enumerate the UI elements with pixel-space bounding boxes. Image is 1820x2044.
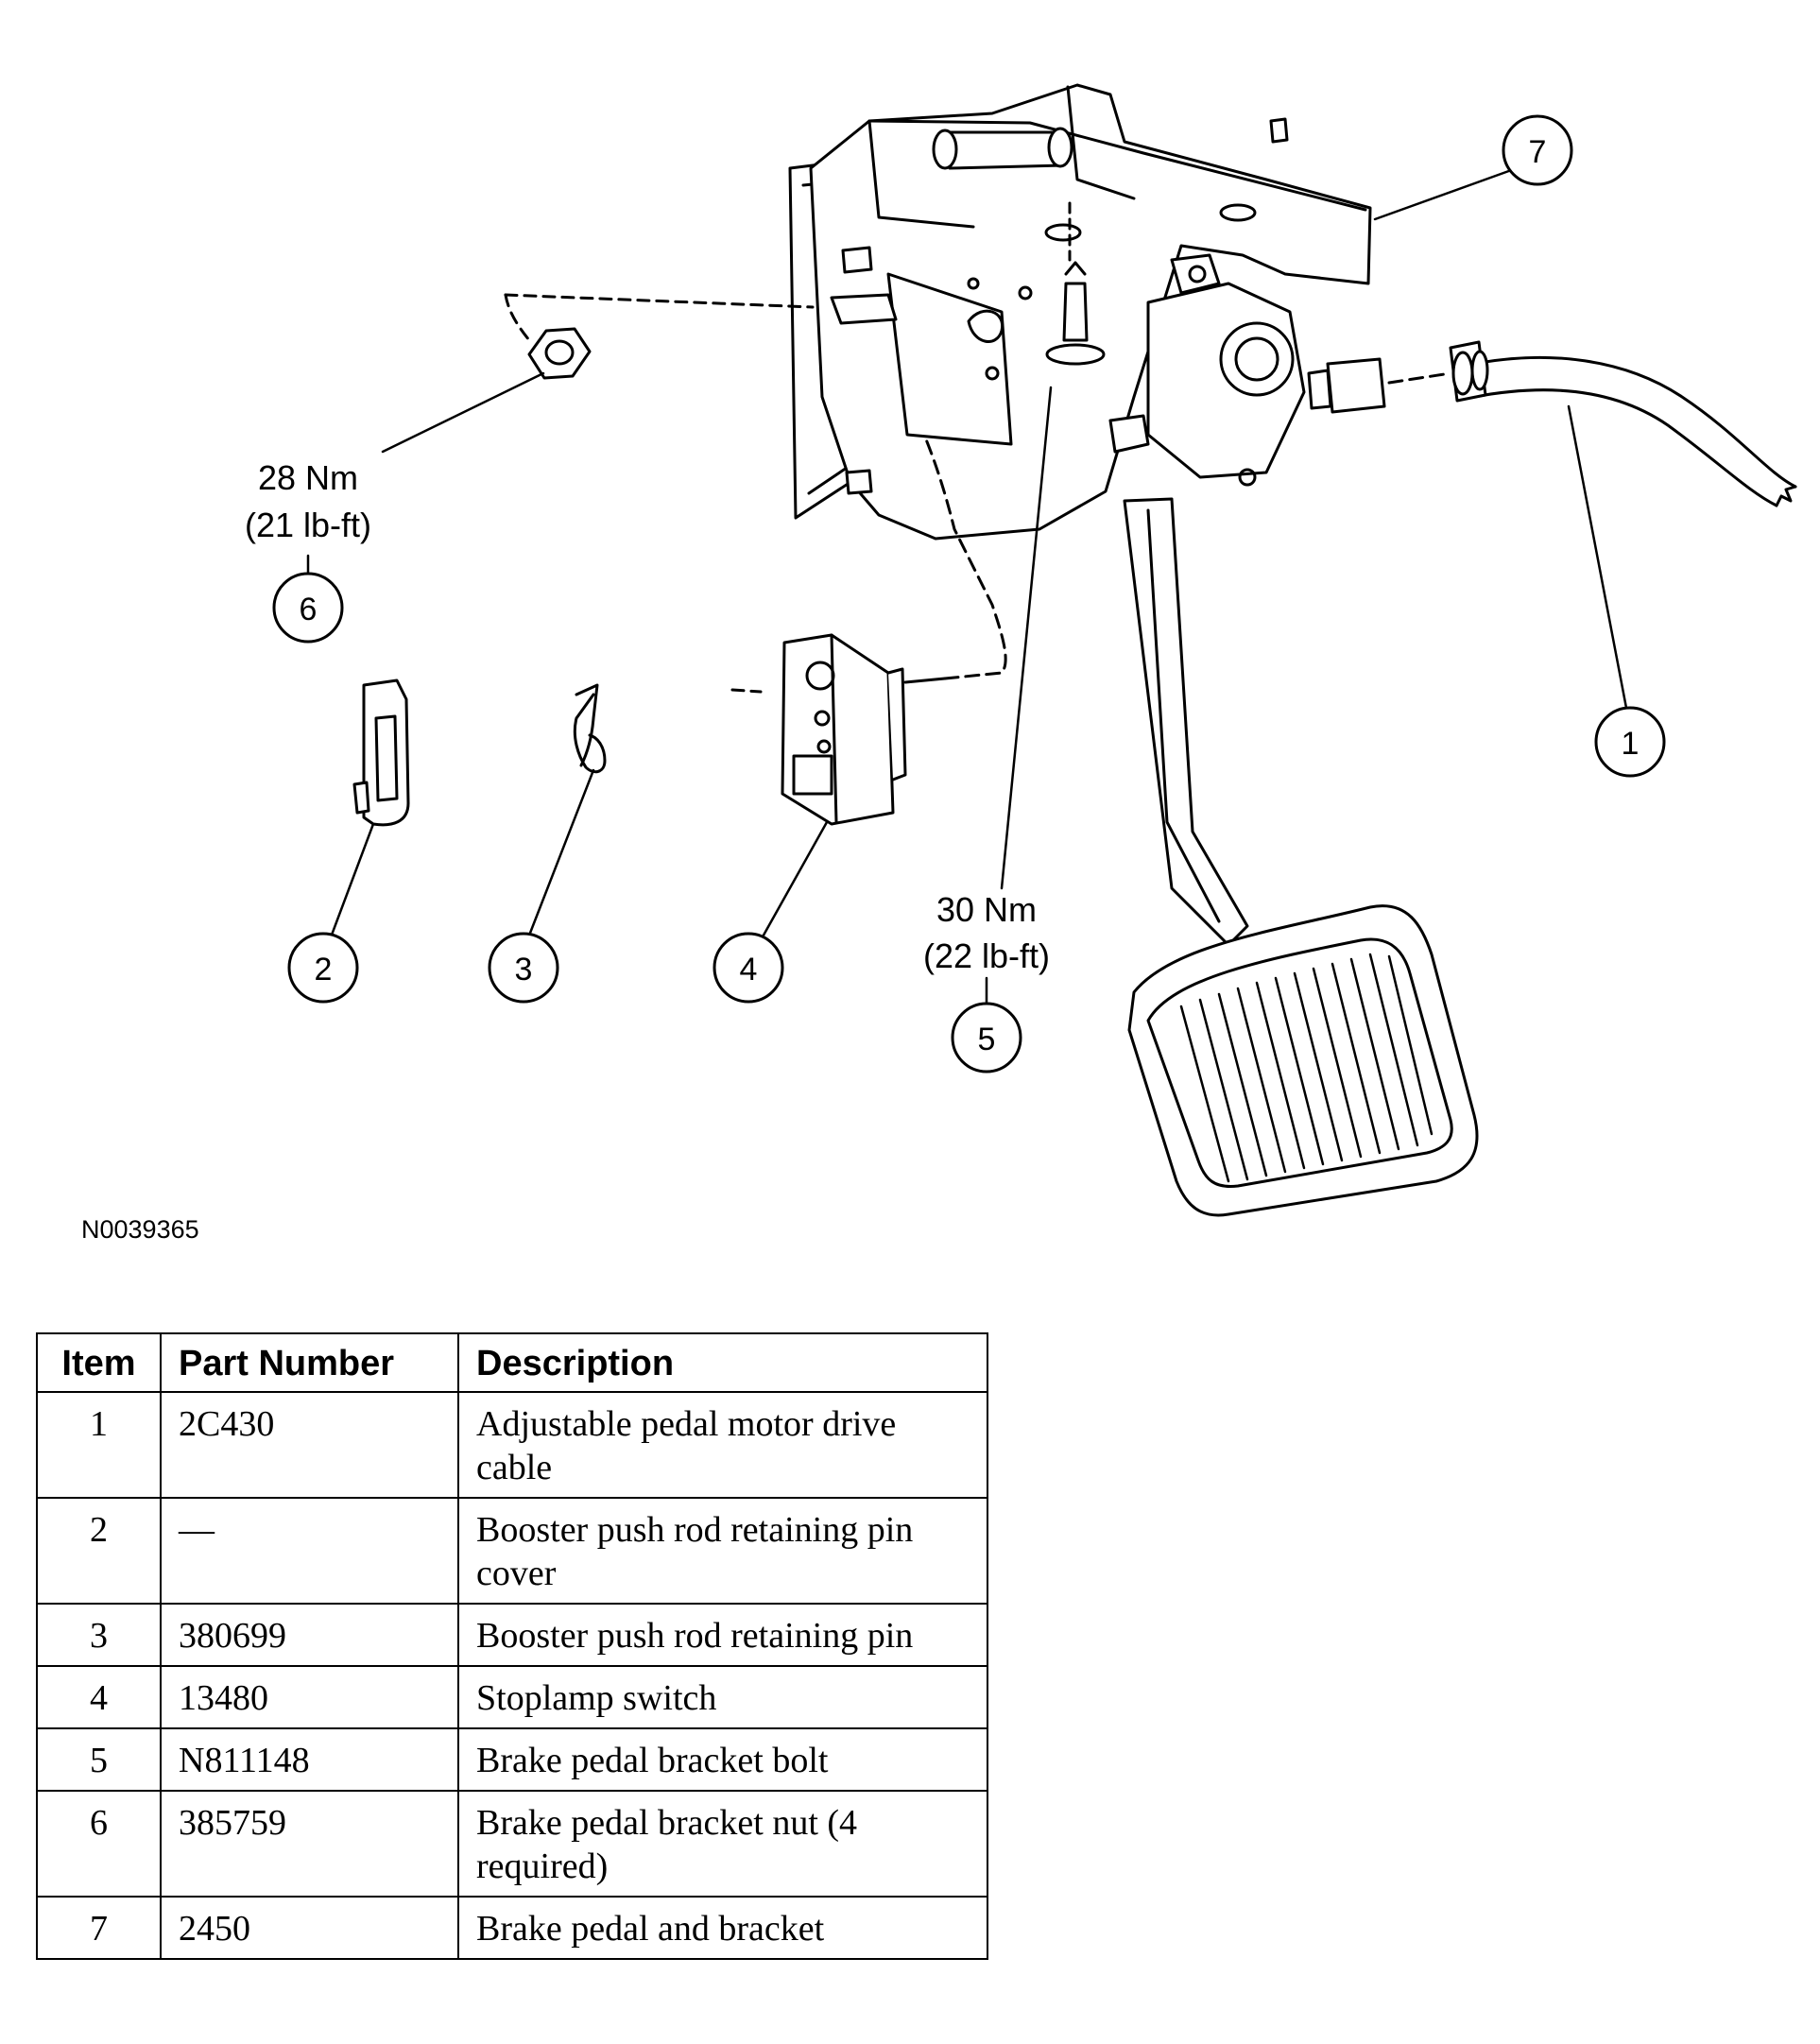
- header-item: Item: [36, 1332, 162, 1393]
- row-description: Brake pedal bracket nut (4 required): [457, 1790, 988, 1898]
- table-row: 1 2C430 Adjustable pedal motor drive cab…: [36, 1391, 988, 1499]
- bracket-bolt: [1045, 201, 1106, 366]
- pedal-bracket-assembly: [788, 83, 1372, 541]
- callout-2-number: 2: [315, 952, 333, 988]
- row-description: Adjustable pedal motor drive cable: [457, 1391, 988, 1499]
- row-item: 7: [36, 1896, 162, 1960]
- row-part-number: 2450: [160, 1896, 459, 1960]
- callout-4: 4: [713, 932, 784, 1004]
- brake-pedal-pad: [1127, 904, 1479, 1217]
- row-item: 1: [36, 1391, 162, 1499]
- callout-1-number: 1: [1622, 726, 1640, 762]
- callout-6-number: 6: [300, 592, 318, 627]
- table-row: 3 380699 Booster push rod retaining pin: [36, 1603, 988, 1667]
- callout-4-number: 4: [740, 952, 758, 988]
- row-item: 3: [36, 1603, 162, 1667]
- row-part-number: 380699: [160, 1603, 459, 1667]
- torque-5-nm: 30 Nm: [936, 890, 1037, 929]
- row-description: Stoplamp switch: [457, 1665, 988, 1729]
- row-item: 5: [36, 1727, 162, 1792]
- row-description: Booster push rod retaining pin cover: [457, 1497, 988, 1605]
- torque-6-nm: 28 Nm: [258, 458, 358, 497]
- callout-3: 3: [488, 932, 559, 1004]
- leader-lines: [306, 166, 1632, 1008]
- header-description: Description: [457, 1332, 988, 1393]
- callout-5: 5: [951, 1002, 1022, 1074]
- row-description: Brake pedal bracket bolt: [457, 1727, 988, 1792]
- table-row: 2 — Booster push rod retaining pin cover: [36, 1497, 988, 1605]
- callout-1: 1: [1594, 706, 1666, 778]
- parts-table: Item Part Number Description 1 2C430 Adj…: [36, 1332, 988, 1960]
- row-item: 6: [36, 1790, 162, 1898]
- row-item: 4: [36, 1665, 162, 1729]
- torque-5-lbft: (22 lb-ft): [923, 936, 1050, 975]
- callout-6: 6: [272, 572, 344, 644]
- stoplamp-switch: [781, 438, 1007, 826]
- row-part-number: —: [160, 1497, 459, 1605]
- figure-code: N0039365: [81, 1215, 199, 1244]
- table-row: 7 2450 Brake pedal and bracket: [36, 1896, 988, 1960]
- callout-5-number: 5: [978, 1022, 996, 1057]
- row-part-number: 13480: [160, 1665, 459, 1729]
- table-row: 6 385759 Brake pedal bracket nut (4 requ…: [36, 1790, 988, 1898]
- torque-6-lbft: (21 lb-ft): [245, 506, 371, 544]
- table-row: 4 13480 Stoplamp switch: [36, 1665, 988, 1729]
- bracket-nut: [504, 293, 815, 380]
- retaining-pin: [573, 683, 763, 774]
- row-part-number: N811148: [160, 1727, 459, 1792]
- row-description: Booster push rod retaining pin: [457, 1603, 988, 1667]
- callout-7: 7: [1502, 114, 1573, 186]
- motor-drive-cable: [1387, 340, 1797, 507]
- callout-2: 2: [287, 932, 359, 1004]
- table-header-row: Item Part Number Description: [36, 1332, 988, 1393]
- callout-7-number: 7: [1529, 134, 1547, 170]
- row-item: 2: [36, 1497, 162, 1605]
- torque-labels: 28 Nm (21 lb-ft) 30 Nm (22 lb-ft): [245, 458, 1050, 975]
- pedal-motor: [1108, 253, 1386, 947]
- row-part-number: 2C430: [160, 1391, 459, 1499]
- header-part-number: Part Number: [160, 1332, 459, 1393]
- retaining-pin-cover: [352, 678, 410, 827]
- table-row: 5 N811148 Brake pedal bracket bolt: [36, 1727, 988, 1792]
- brake-pedal-diagram: 1 2 3 4 5 6 7 28 Nm (21 lb-ft) 30 N: [245, 83, 1797, 1217]
- row-description: Brake pedal and bracket: [457, 1896, 988, 1960]
- callouts: 1 2 3 4 5 6 7: [272, 114, 1666, 1074]
- callout-3-number: 3: [515, 952, 533, 988]
- row-part-number: 385759: [160, 1790, 459, 1898]
